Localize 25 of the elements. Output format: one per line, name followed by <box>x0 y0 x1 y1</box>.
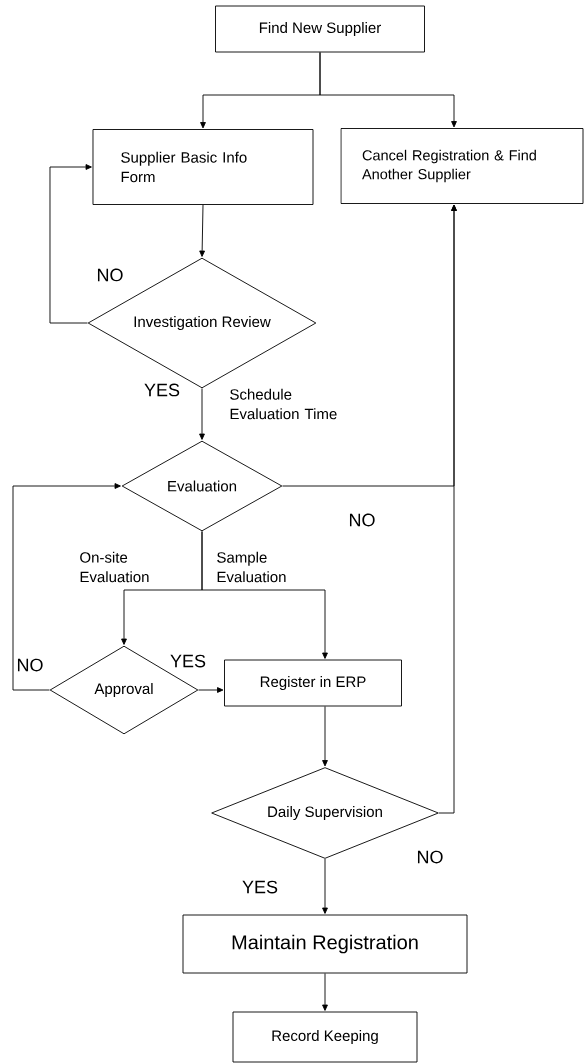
arrow <box>322 973 328 1011</box>
arrow <box>49 164 92 324</box>
edge-label: YES <box>242 880 278 894</box>
arrow <box>199 204 205 257</box>
edge-label: On-site Evaluation <box>80 551 149 583</box>
arrow <box>199 388 205 440</box>
edge-label: YES <box>170 654 206 668</box>
process-box: Register in ERP <box>224 659 402 707</box>
edge-label: NO <box>98 268 123 282</box>
edge-label: Sample Evaluation <box>217 551 286 583</box>
process-box: Record Keeping <box>232 1011 418 1063</box>
edge-label: NO <box>350 513 375 527</box>
arrow <box>322 706 328 767</box>
arrow <box>438 204 457 814</box>
arrow <box>198 687 224 693</box>
process-box: Supplier Basic Info Form <box>92 129 314 205</box>
edge-label: NO <box>17 658 43 672</box>
arrow <box>201 531 328 659</box>
arrow <box>12 483 121 691</box>
note-label: Schedule Evaluation Time <box>230 388 337 420</box>
arrow <box>322 858 328 914</box>
process-box: Cancel Registration & Find Another Supplier <box>340 128 584 204</box>
process-box: Find New Supplier <box>215 5 425 53</box>
process-box: Maintain Registration <box>182 914 468 974</box>
arrow <box>319 52 457 128</box>
